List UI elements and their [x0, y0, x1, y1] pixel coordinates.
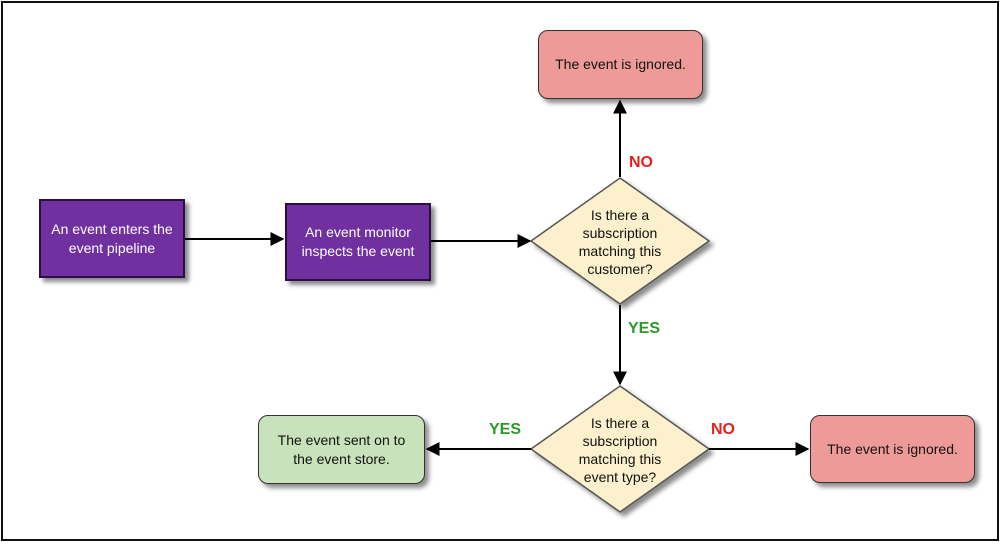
node-event-ignored-right: The event is ignored.: [810, 415, 975, 483]
decision-type-shape: [529, 385, 711, 513]
node-event-enters-pipeline: An event enters the event pipeline: [39, 199, 185, 278]
node-event-ignored-top: The event is ignored.: [538, 30, 703, 99]
edge-label-customer-yes: YES: [628, 320, 661, 337]
decision-type-label: Is there a subscription matching this ev…: [578, 415, 662, 485]
decision-customer-shape: [529, 177, 711, 305]
edge-label-type-no: NO: [711, 421, 735, 438]
decision-customer-label: Is there a subscription matching this cu…: [578, 207, 662, 277]
edge-label-type-yes: YES: [489, 421, 522, 438]
node-event-monitor-inspects: An event monitor inspects the event: [285, 203, 431, 281]
node-event-sent-to-store: The event sent on to the event store.: [258, 415, 425, 484]
edge-label-customer-no: NO: [629, 154, 653, 171]
